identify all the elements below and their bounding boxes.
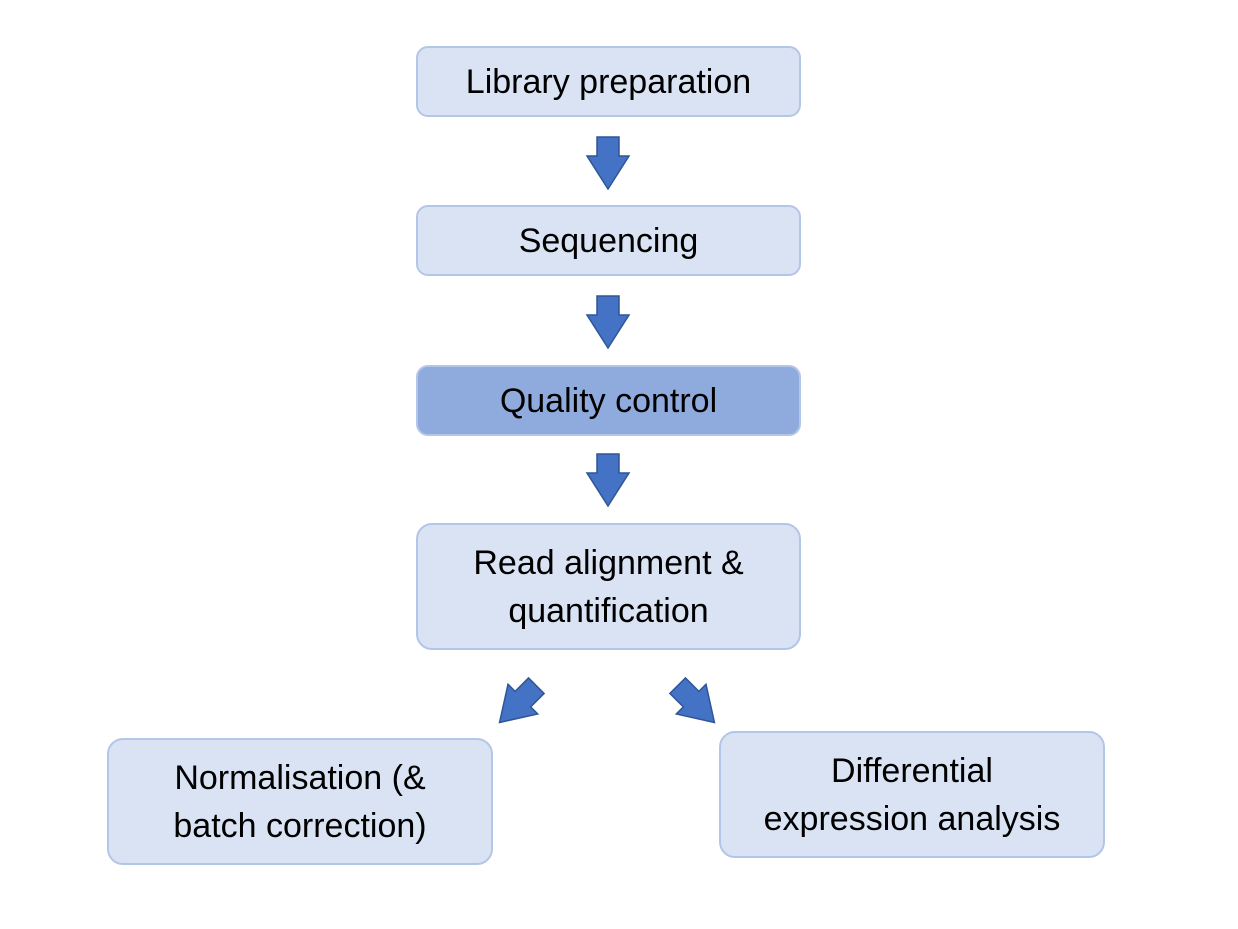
arrow-down-icon (585, 453, 631, 508)
read-alignment-label-line1: Read alignment & (473, 543, 744, 582)
read-alignment-node: Read alignment & quantification (416, 523, 801, 650)
quality-control-node: Quality control (416, 365, 801, 436)
sequencing-node: Sequencing (416, 205, 801, 276)
read-alignment-label-line2: quantification (508, 591, 709, 630)
arrow-down-icon (585, 136, 631, 191)
differential-expression-label-line2: expression analysis (763, 799, 1061, 838)
normalisation-label-line2: batch correction) (173, 806, 427, 845)
quality-control-label: Quality control (499, 381, 718, 420)
sequencing-label: Sequencing (518, 221, 699, 260)
library-preparation-label: Library preparation (465, 62, 752, 101)
differential-expression-label-line1: Differential (831, 751, 993, 790)
arrow-down-right-icon (668, 676, 716, 724)
library-preparation-node: Library preparation (416, 46, 801, 117)
differential-expression-node: Differential expression analysis (719, 731, 1105, 858)
normalisation-node: Normalisation (& batch correction) (107, 738, 493, 865)
arrow-down-icon (585, 295, 631, 350)
arrow-down-left-icon (498, 676, 546, 724)
normalisation-label-line1: Normalisation (& (174, 758, 426, 797)
